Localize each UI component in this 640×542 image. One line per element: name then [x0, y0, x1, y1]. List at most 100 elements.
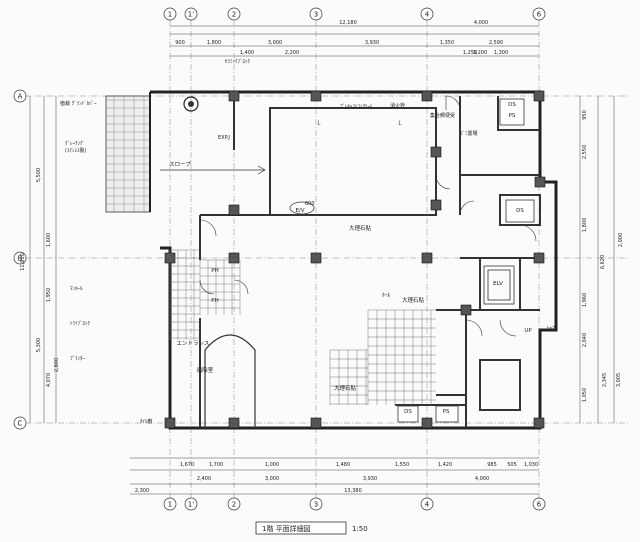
grid-bubble-col: 2 — [227, 497, 241, 511]
dimension-label: 6,620 — [600, 255, 606, 269]
annotation-note: 集合郵便受 — [430, 112, 455, 119]
column — [228, 252, 240, 264]
dimension-label: 1,950 — [46, 288, 52, 302]
dimension-label: 950 — [582, 110, 588, 120]
dimension-label: 2,345 — [602, 373, 608, 387]
dimension-label: 2,400 — [197, 476, 211, 482]
grid-bubble-label: 2 — [232, 501, 236, 509]
column — [228, 90, 240, 102]
annotation-note: 消火栓 — [390, 102, 405, 109]
grid-bubble-label: 1' — [188, 11, 194, 19]
dimension-label: 5,300 — [36, 338, 42, 352]
column — [421, 90, 433, 102]
grid-bubble-col: 1 — [163, 497, 177, 511]
grid-bubble-label: C — [18, 420, 23, 428]
room-label: PS — [509, 113, 516, 119]
dimension-label: 1,480 — [336, 462, 350, 468]
grid-bubble-col: 1' — [184, 7, 198, 21]
dimension-label: 2,550 — [582, 145, 588, 159]
column — [533, 252, 545, 264]
structural-columns — [164, 90, 546, 429]
column — [460, 304, 472, 316]
room-label: PH — [211, 298, 218, 304]
annotation-note: ﾀｲﾙ敷 — [140, 418, 153, 425]
dimension-label: 1,800 — [207, 40, 221, 46]
room-label: DS — [516, 208, 524, 214]
dimension-label: 1,350 — [440, 40, 454, 46]
dimension-label: 2,200 — [285, 50, 299, 56]
dimension-label: 985 — [487, 462, 497, 468]
column — [421, 417, 433, 429]
grid-bubble-label: A — [18, 93, 23, 101]
duct-space-boxes — [397, 98, 535, 423]
column — [533, 417, 545, 429]
column — [430, 199, 442, 211]
column — [228, 417, 240, 429]
door-swings — [199, 95, 537, 337]
annotation-note: (ｽﾃﾝﾚｽ製) — [65, 147, 86, 154]
grid-bubble-label: 1 — [168, 501, 172, 509]
dimension-label: 1,250 — [463, 50, 477, 56]
dimension-label: 4,070 — [46, 373, 52, 387]
dimension-label: 900 — [175, 40, 185, 46]
dimension-label: 1,030 — [524, 462, 538, 468]
column — [310, 252, 322, 264]
column — [534, 176, 546, 188]
title-block: 1階 平面詳細図 1:50 — [255, 521, 368, 535]
dimension-label: 2,040 — [582, 333, 588, 347]
room-label: Ｌ — [316, 120, 322, 127]
dimension-label: 1,800 — [582, 218, 588, 232]
annotation-note: ﾏﾝﾎｰﾙ — [70, 286, 83, 292]
grid-bubble-label: 1' — [188, 501, 194, 509]
dimension-label: 1,420 — [438, 462, 452, 468]
annotation-note: ｺﾞﾐ置場 — [460, 130, 478, 137]
ramp-arrow — [160, 165, 266, 175]
grid-bubble-label: 1 — [168, 11, 172, 19]
dimension-label: 3,000 — [268, 40, 282, 46]
entrance-arch — [204, 334, 256, 428]
grid-bubble-label: B — [18, 255, 23, 263]
grid-bubble-label: 6 — [537, 11, 542, 19]
room-label: スロープ — [169, 161, 191, 168]
column — [310, 90, 322, 102]
annotation-note: ﾌﾟﾗﾝﾀｰ — [70, 355, 86, 362]
planter-area — [105, 95, 151, 213]
hall-floor-pattern — [329, 309, 436, 405]
drawing-scale: 1:50 — [352, 525, 368, 533]
room-label: ELV — [493, 281, 503, 287]
grid-bubble-row: A — [13, 89, 27, 103]
grid-bubble-col: 6 — [532, 7, 546, 21]
dimension-lines — [29, 25, 615, 495]
dimension-label: 3,930 — [363, 476, 377, 482]
room-label: DS — [508, 102, 516, 108]
dimension-label: 1,050 — [582, 388, 588, 402]
interior-walls — [199, 92, 541, 428]
dimension-label: 4,000 — [475, 476, 489, 482]
dimension-label: 1,700 — [209, 462, 223, 468]
room-label: 大理石貼 — [402, 296, 425, 304]
room-label: 大理石貼 — [349, 224, 372, 232]
annotation-notes: 植栽 ｸﾞﾗﾝﾄﾞｶﾊﾞｰｸﾞﾚｰﾁﾝｸﾞ(ｽﾃﾝﾚｽ製)ﾏﾝﾎｰﾙﾄﾗｲﾌﾞﾛ… — [60, 58, 478, 425]
annotation-note: 植栽 ｸﾞﾗﾝﾄﾞｶﾊﾞｰ — [60, 100, 97, 107]
annotation-note: ﾌﾟﾚｷｬｽﾄｺﾝｸﾘｰﾄ — [340, 103, 373, 110]
grid-bubble-col: 3 — [309, 7, 323, 21]
elevator-shaft — [483, 265, 515, 305]
dimension-label: 3,930 — [365, 40, 379, 46]
grid-bubble-label: 4 — [425, 11, 430, 19]
dimension-label: 3,200 — [473, 50, 487, 56]
annotation-note: ｸﾞﾚｰﾁﾝｸﾞ — [65, 140, 85, 147]
dimension-label: 505 — [507, 462, 517, 468]
grid-bubble-label: 4 — [425, 501, 430, 509]
grid-bubble-col: 4 — [420, 7, 434, 21]
dimension-label: 5,500 — [36, 168, 42, 182]
manhole — [183, 96, 199, 112]
dimension-label: 1,400 — [240, 50, 254, 56]
grid-bubble-row: C — [13, 416, 27, 430]
dimension-label: 1,670 — [180, 462, 194, 468]
grid-bubble-col: 4 — [420, 497, 434, 511]
grid-bubble-label: 3 — [314, 11, 318, 19]
room-label: ｼｬﾌﾄ — [546, 325, 557, 332]
